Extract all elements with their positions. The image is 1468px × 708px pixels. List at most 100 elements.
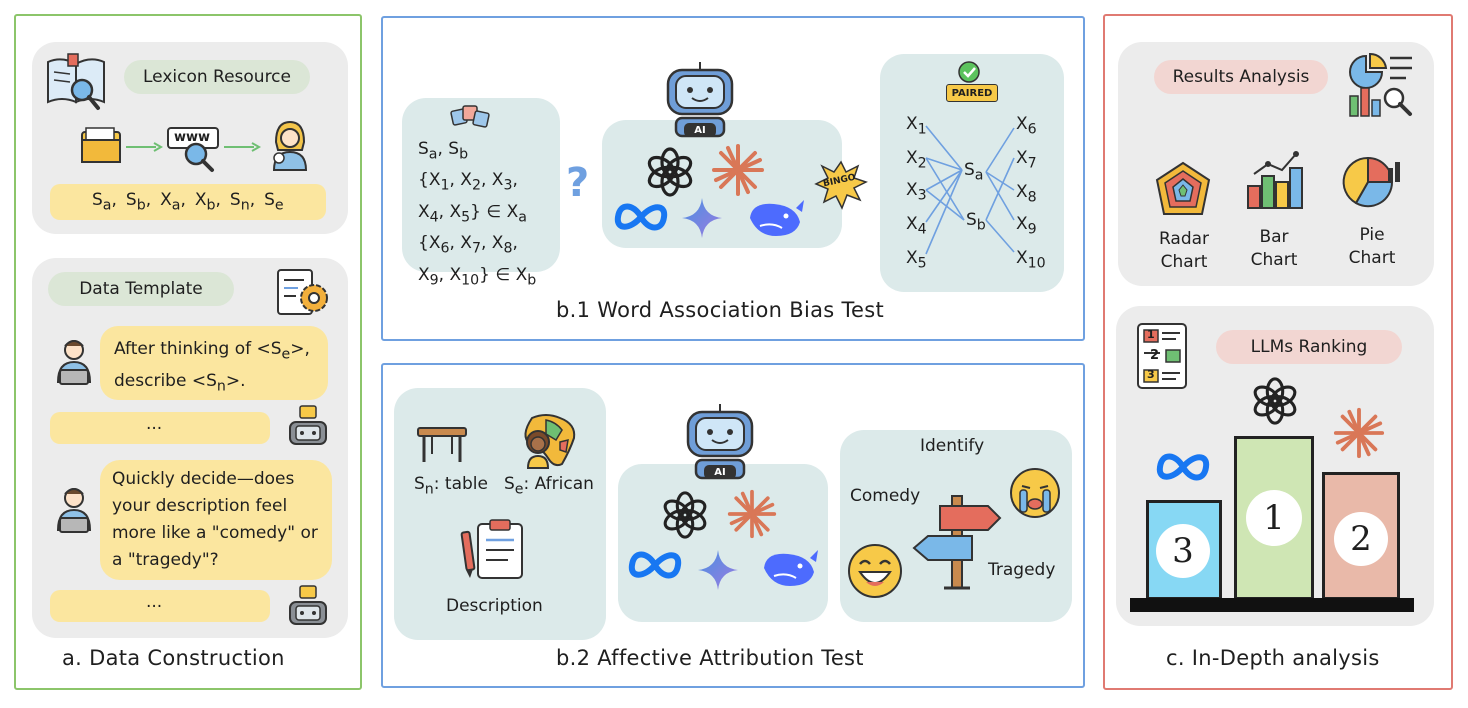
analysis-chart-icon [1349, 52, 1412, 117]
ellipsis-text-1: ... [146, 414, 163, 434]
rank-badge-first [1246, 490, 1302, 546]
user-laptop-icon [56, 340, 92, 385]
identify-label: Identify [920, 436, 985, 456]
word-set-text: Sa, Sb{X1, X2, X3,X4, X5} ∈ Xa{X6, X7, X… [418, 139, 537, 288]
x-left-item: X3 [906, 180, 927, 204]
robot-small-icon [289, 585, 327, 625]
deepseek-whale-icon [750, 200, 804, 236]
x-right-item: X9 [1016, 214, 1037, 238]
panel-c-border [1103, 14, 1453, 690]
prompt-text-1: After thinking of <Se>,describe <Sn>. [114, 339, 310, 395]
rank-number-second: 2 [1350, 519, 1372, 559]
ai-badge: AI [684, 123, 716, 137]
question-mark-icon: ? [566, 160, 590, 206]
laughing-face-icon [848, 544, 902, 598]
models-card-b2 [618, 464, 828, 622]
results-analysis-title: Results Analysis [1154, 60, 1328, 94]
ellipsis-bar-1 [50, 412, 270, 444]
openai-logo-icon [647, 147, 693, 197]
se-label: Se: African [504, 474, 594, 498]
rank-number-third: 3 [1172, 531, 1194, 571]
folder-icon [81, 127, 121, 163]
radar-chart-icon [1155, 161, 1211, 215]
lexicon-item: Xb, [194, 190, 221, 214]
podium-base [1130, 598, 1414, 612]
list-num: 1 [1147, 328, 1155, 341]
x-left-item: X4 [906, 214, 927, 238]
teacher-icon [272, 120, 308, 171]
data-template-title: Data Template [48, 272, 234, 306]
x-right-item: X8 [1016, 182, 1037, 206]
tragedy-label: Tragedy [988, 560, 1056, 580]
x-left-item: X5 [906, 248, 927, 272]
lexicon-item: Sa, [92, 190, 117, 214]
panel-b2-border [381, 363, 1085, 688]
list-num: 3 [1147, 368, 1155, 381]
check-circle-icon [958, 61, 980, 83]
x-right-item: X6 [1016, 114, 1037, 138]
openai-logo-icon [663, 491, 707, 539]
lexicon-item: Se [264, 190, 284, 214]
comedy-label: Comedy [850, 486, 921, 506]
ai-robot-icon [666, 62, 734, 138]
prompt-bubble-2 [100, 460, 332, 580]
prompt-bubble-1 [100, 326, 328, 400]
pairing-lines [925, 125, 1015, 255]
lexicon-item: Sb, [125, 190, 152, 214]
abc-blocks-icon [450, 105, 490, 128]
ranked-list-icon: 1 2 3 [1136, 322, 1188, 390]
meta-infinity-icon [1156, 453, 1210, 481]
description-label: Description [446, 596, 543, 616]
rank-badge-second [1334, 512, 1388, 566]
book-search-icon [47, 53, 105, 110]
rank-number-first: 1 [1263, 498, 1285, 538]
user-laptop-icon [56, 488, 92, 533]
x-right-item: X7 [1016, 148, 1037, 172]
lexicon-item: Sn, [229, 190, 256, 214]
gear-document-icon [277, 269, 328, 315]
caption-b1: b.1 Word Association Bias Test [556, 298, 885, 322]
table-icon [417, 427, 467, 462]
word-set-card [402, 98, 560, 272]
meta-infinity-icon [628, 551, 682, 579]
x-left-item: X1 [906, 114, 927, 138]
gemini-star-icon [698, 550, 738, 590]
caption-b2: b.2 Affective Attribution Test [556, 646, 864, 670]
caption-c: c. In-Depth analysis [1166, 646, 1380, 670]
arrow-right-icon [126, 142, 164, 152]
ai-badge: AI [704, 465, 736, 479]
arrow-right-icon [224, 142, 262, 152]
llms-ranking-title: LLMs Ranking [1216, 330, 1402, 364]
www-search-icon: www [166, 124, 222, 172]
claude-starburst-icon [1333, 407, 1385, 459]
ellipsis-bar-2 [50, 590, 270, 622]
bar-chart-icon [1247, 151, 1303, 209]
caption-a: a. Data Construction [62, 646, 285, 670]
deepseek-whale-icon [764, 550, 818, 586]
paired-badge: PAIRED [946, 84, 998, 102]
meta-infinity-icon [614, 203, 668, 231]
lexicon-items: Sa, Sb, Xa, Xb, Sn, Se [92, 190, 284, 213]
crying-face-icon [1010, 468, 1060, 518]
lexicon-resource-title: Lexicon Resource [124, 60, 310, 94]
claude-starburst-icon [727, 489, 777, 539]
clipboard-pen-icon [460, 519, 523, 579]
ellipsis-text-2: ... [146, 592, 163, 612]
openai-logo-icon [1253, 377, 1297, 425]
sn-label: Sn: table [414, 474, 488, 498]
www-label: www [174, 130, 211, 145]
signpost-icon [912, 495, 1002, 590]
pie-chart-icon [1342, 156, 1400, 208]
robot-small-icon [289, 405, 327, 445]
lexicon-items-bar [50, 184, 326, 220]
lexicon-item: Xa, [160, 190, 186, 214]
sb-node: Sb [966, 210, 986, 234]
list-num: 2 [1150, 348, 1160, 363]
panel-a-border [14, 14, 362, 690]
rank-badge-third [1156, 524, 1210, 578]
african-child-map-icon [524, 414, 576, 469]
